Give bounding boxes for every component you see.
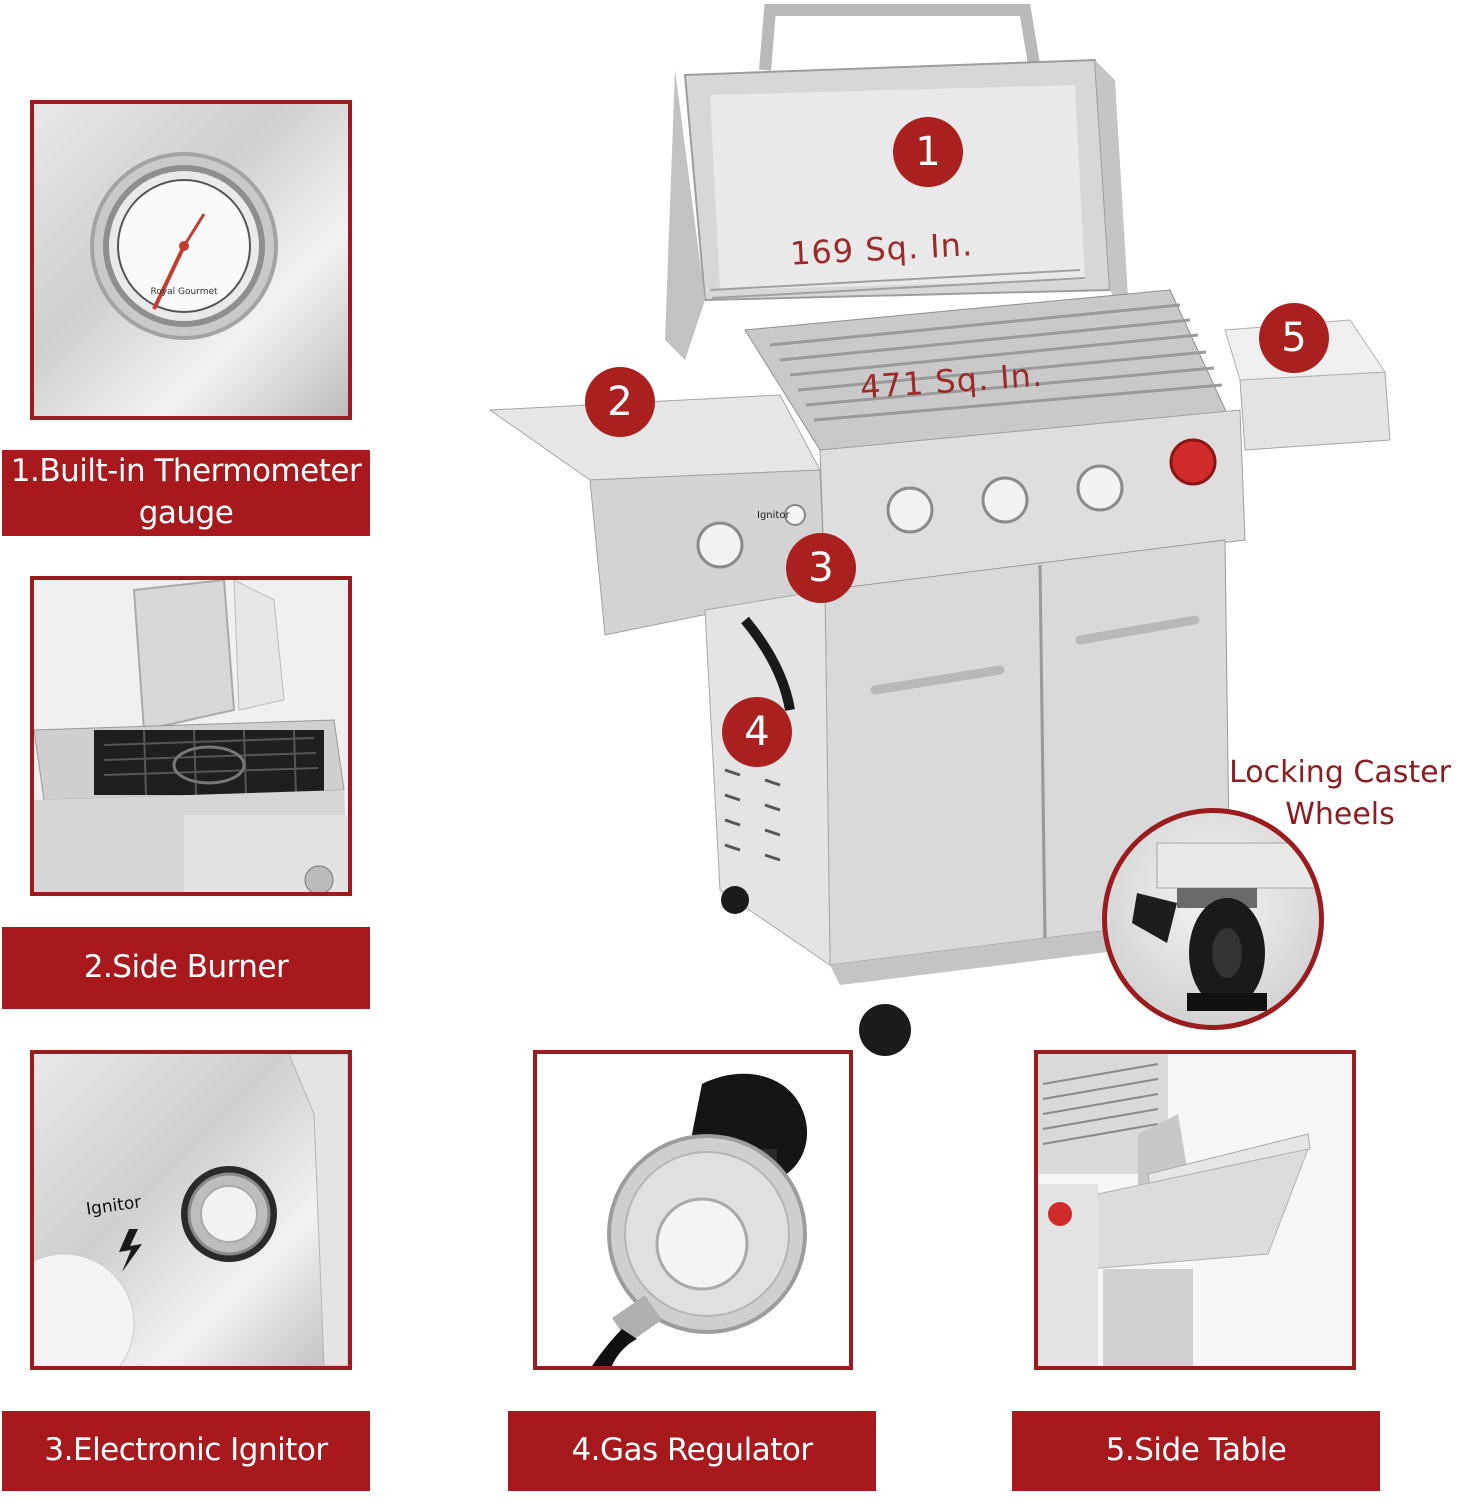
feature-caption-5: 5.Side Table	[1012, 1411, 1380, 1491]
callout-4: 4	[722, 697, 792, 767]
ignitor-icon	[34, 1054, 348, 1366]
caster-wheels-label: Locking Caster Wheels	[1215, 752, 1463, 836]
callout-1: 1	[893, 117, 963, 187]
feature-caption-1: 1.Built-in Thermometer gauge	[2, 450, 370, 536]
feature-caption-1-line1: 1.Built-in Thermometer	[10, 453, 362, 490]
side-burner-icon	[34, 580, 348, 892]
thermometer-icon: Royal Gourmet	[90, 152, 278, 340]
feature-caption-1-line2: gauge	[138, 495, 234, 531]
feature-caption-4-label: 4.Gas Regulator	[571, 1432, 813, 1469]
grill-ignitor-text: Ignitor	[757, 510, 790, 521]
callout-5: 5	[1259, 303, 1329, 373]
callout-2: 2	[585, 367, 655, 437]
side-table-icon	[1038, 1054, 1311, 1366]
caster-wheel-closeup	[1102, 808, 1324, 1030]
side-burner-thumbnail	[30, 576, 352, 896]
feature-caption-2: 2.Side Burner	[2, 927, 370, 1009]
feature-caption-5-label: 5.Side Table	[1105, 1432, 1287, 1469]
feature-caption-2-label: 2.Side Burner	[83, 949, 289, 986]
caster-label-line2: Wheels	[1285, 797, 1395, 832]
callout-3: 3	[786, 533, 856, 603]
gas-regulator-icon	[592, 1073, 808, 1366]
thermometer-thumbnail: Royal Gourmet	[30, 100, 352, 420]
caster-label-line1: Locking Caster	[1229, 755, 1451, 790]
feature-caption-3-label: 3.Electronic Ignitor	[44, 1432, 328, 1469]
side-table-thumbnail	[1034, 1050, 1356, 1370]
lightning-icon	[119, 1229, 142, 1272]
ignitor-thumbnail: Ignitor	[30, 1050, 352, 1370]
gas-regulator-thumbnail	[533, 1050, 853, 1370]
caster-wheel-icon	[1132, 842, 1319, 1011]
feature-caption-4: 4.Gas Regulator	[508, 1411, 876, 1491]
feature-caption-3: 3.Electronic Ignitor	[2, 1411, 370, 1491]
svg-text:Royal Gourmet: Royal Gourmet	[150, 287, 218, 297]
